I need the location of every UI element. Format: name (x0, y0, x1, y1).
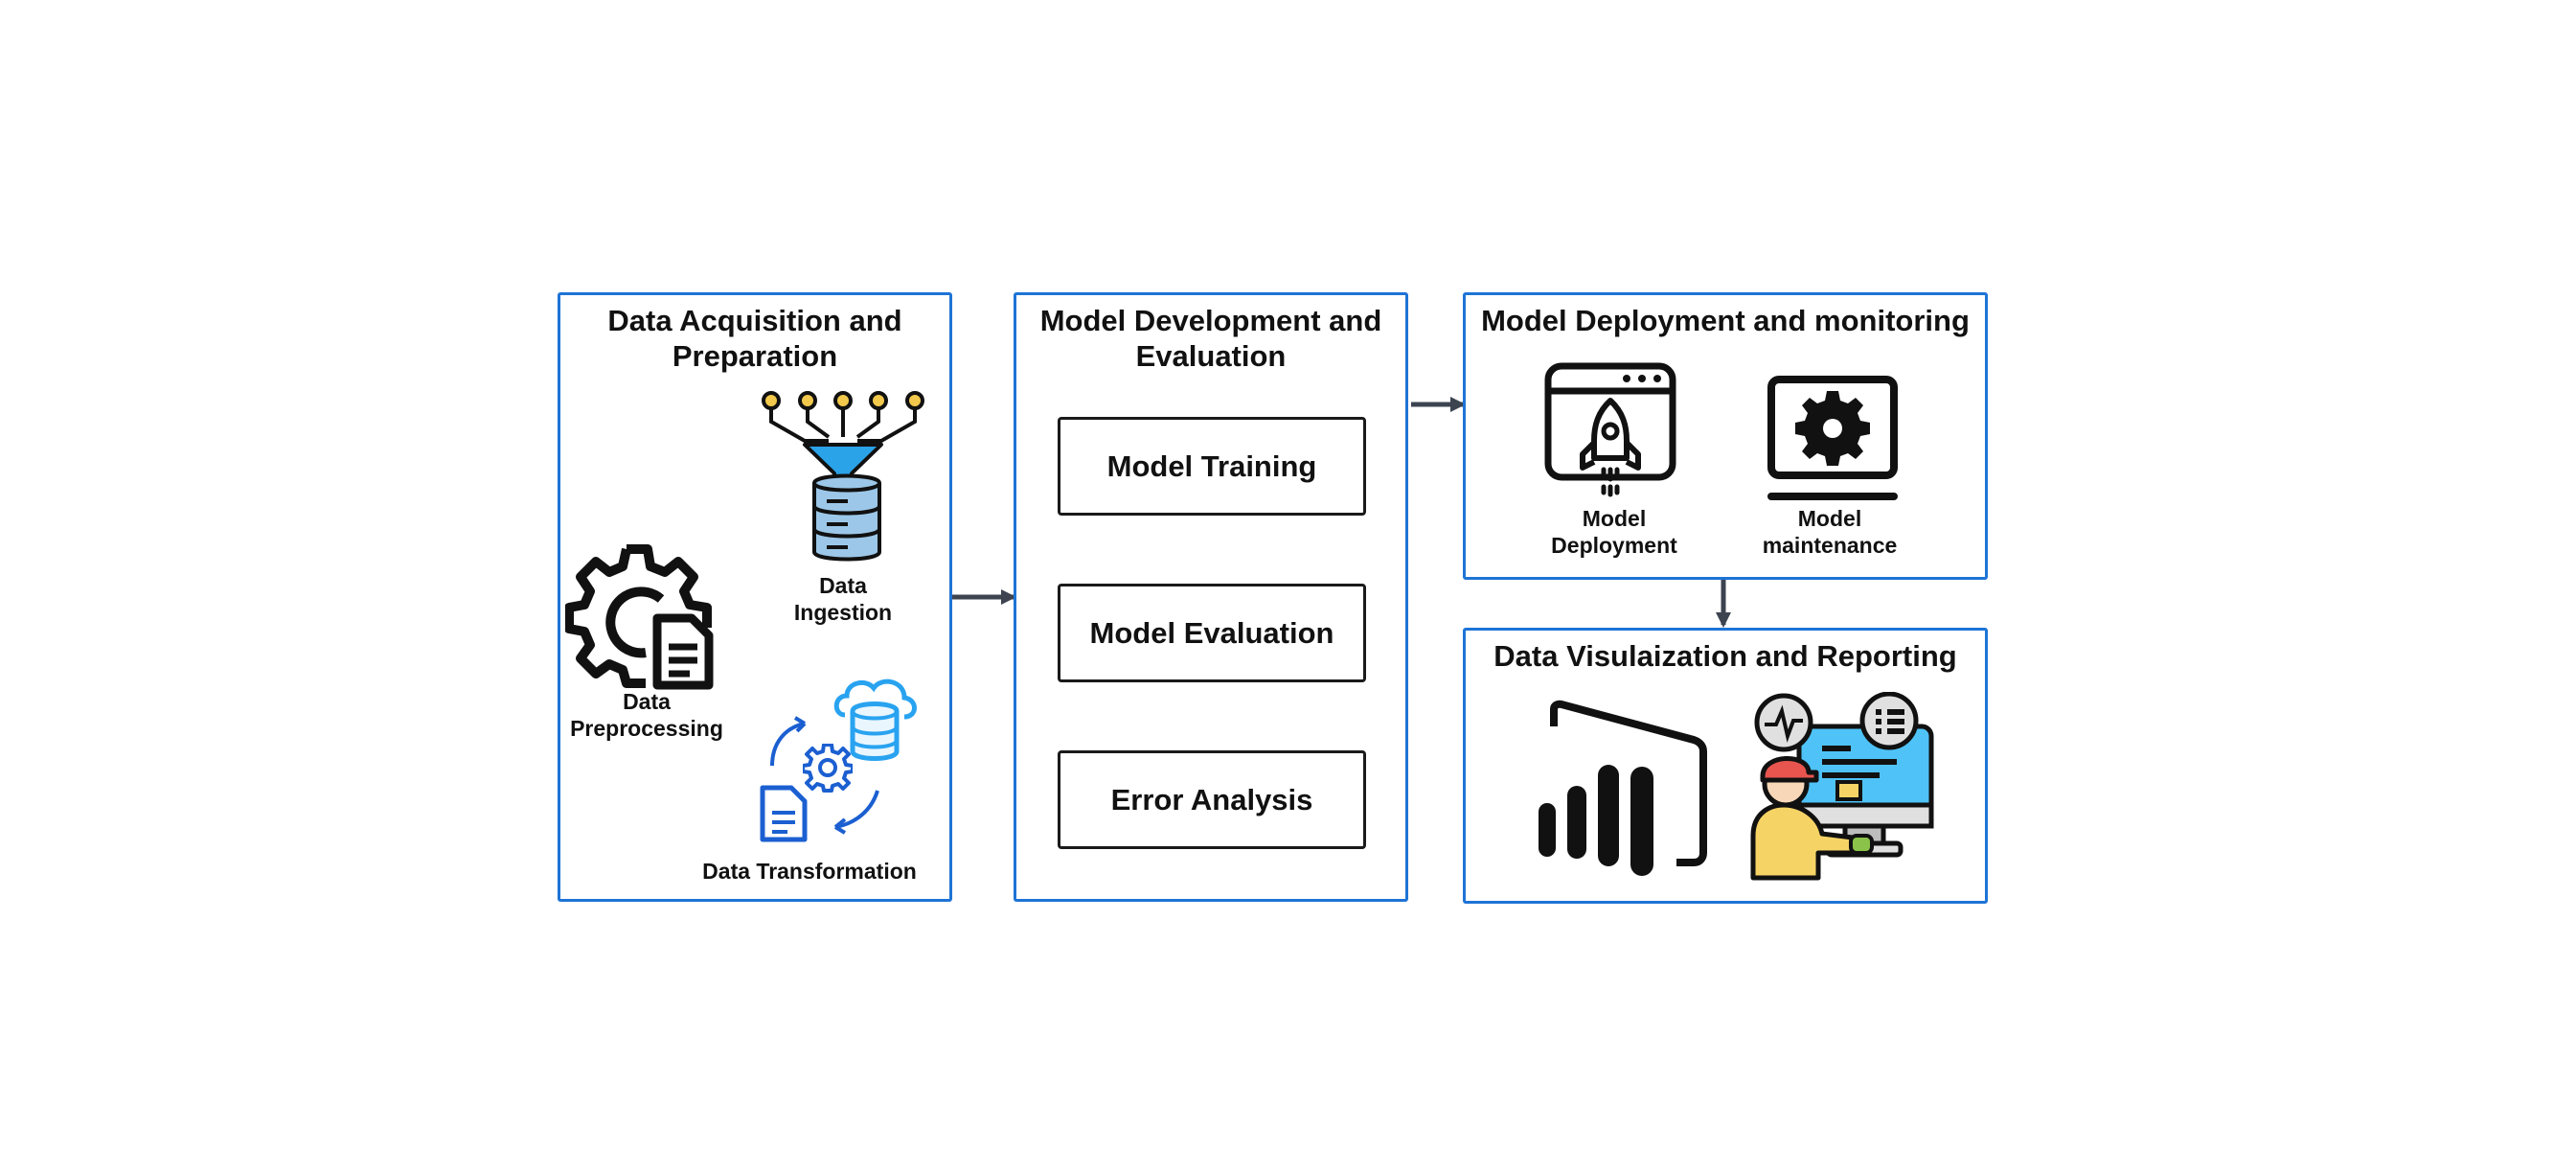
gear-document-icon (565, 544, 714, 690)
title-line: Data Acquisition and (607, 304, 902, 337)
label-data-ingestion: Data Ingestion (776, 572, 910, 626)
panel-title-development: Model Development and Evaluation (1016, 303, 1405, 374)
step-model-training: Model Training (1058, 417, 1366, 516)
label-line: Deployment (1551, 533, 1677, 558)
label-model-maintenance: Model maintenance (1753, 505, 1906, 559)
panel-data-acquisition: Data Acquisition and Preparation (558, 292, 952, 902)
panel-title-visualization: Data Visulaization and Reporting (1493, 639, 1957, 673)
cloud-database-icon (833, 678, 917, 761)
label-line: Model (1797, 506, 1862, 531)
label-line: Ingestion (793, 600, 893, 625)
rocket-browser-icon (1544, 362, 1676, 497)
label-line: maintenance (1762, 533, 1898, 558)
step-model-evaluation: Model Evaluation (1058, 584, 1366, 682)
label-line: Data (623, 689, 671, 714)
title-line: Preparation (672, 339, 838, 373)
gear-icon (803, 744, 853, 793)
analyst-monitor-icon (1750, 692, 1934, 881)
label-data-transformation: Data Transformation (702, 859, 917, 884)
panel-title-acquisition: Data Acquisition and Preparation (560, 303, 949, 374)
label-line: Data (819, 573, 867, 598)
cycle-arrows (770, 716, 879, 835)
power-bi-icon (1539, 700, 1707, 876)
label-line: Preprocessing (570, 716, 723, 741)
step-error-analysis: Error Analysis (1058, 750, 1366, 849)
label-line: Model (1582, 506, 1647, 531)
title-line: Evaluation (1135, 339, 1287, 373)
label-model-deployment: Model Deployment (1542, 505, 1686, 559)
document-icon (760, 785, 808, 842)
database-icon (812, 473, 881, 562)
title-line: Model Development and (1039, 304, 1382, 337)
panel-title-deployment: Model Deployment and monitoring (1481, 304, 1970, 337)
label-data-preprocessing: Data Preprocessing (560, 688, 733, 742)
monitor-gear-icon (1767, 376, 1898, 500)
